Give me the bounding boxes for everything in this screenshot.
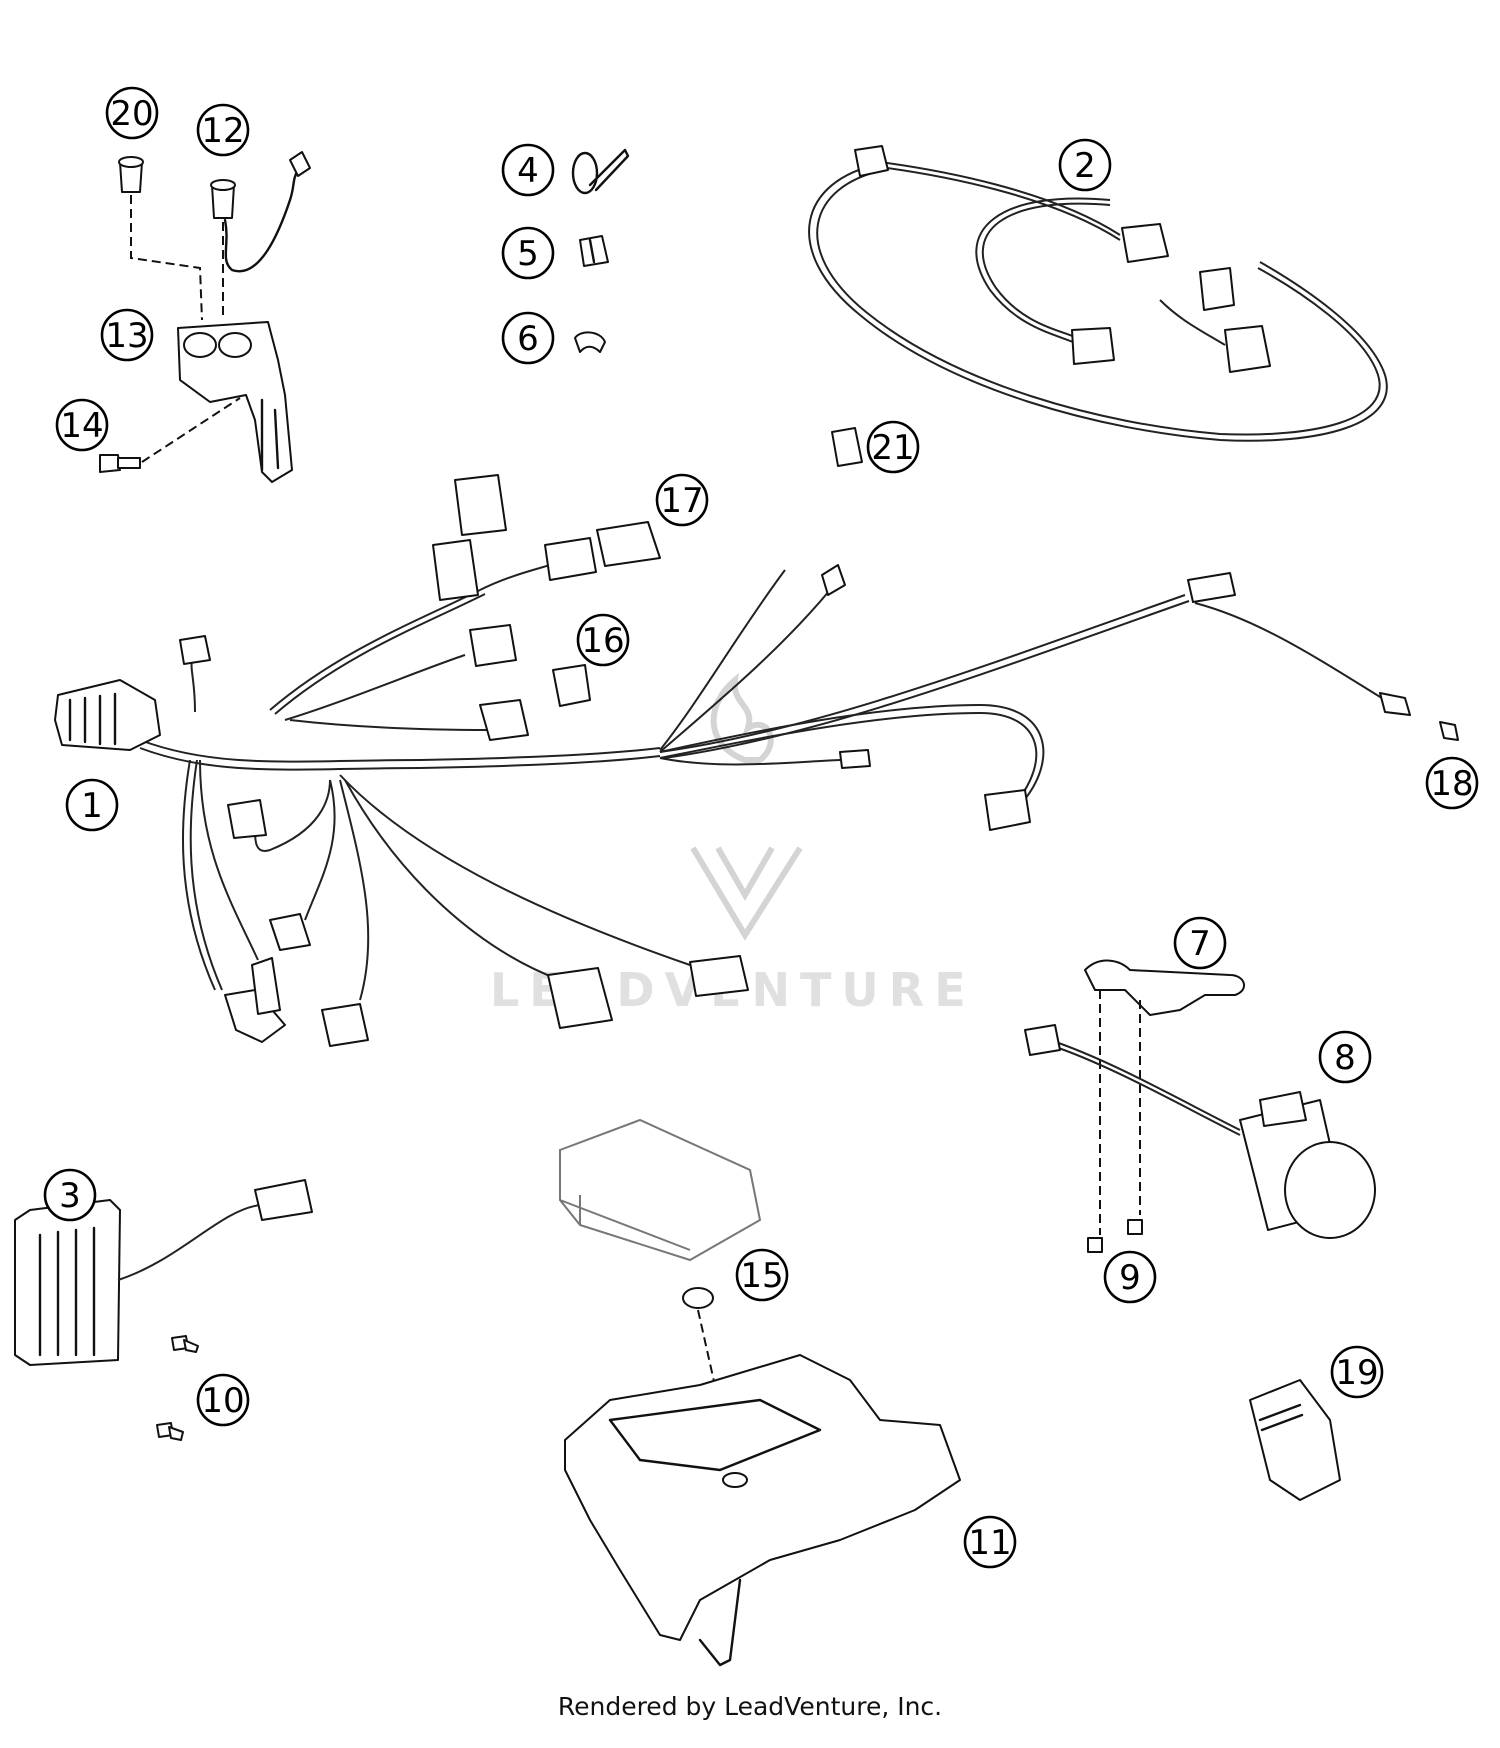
starter-motor-assembly [1024, 959, 1376, 1253]
callout-circle [866, 420, 920, 474]
voltage-regulator [14, 1179, 313, 1366]
callout-number: 16 [581, 621, 624, 661]
callout-number: 14 [60, 406, 103, 446]
callout-circle [43, 1168, 97, 1222]
callout-2: 2 [1058, 138, 1112, 192]
callout-number: 17 [660, 481, 703, 521]
callout-11: 11 [963, 1515, 1017, 1569]
callout-number: 5 [517, 234, 539, 274]
callout-number: 15 [740, 1256, 783, 1296]
callout-circle [65, 778, 119, 832]
callout-number: 6 [517, 319, 539, 359]
callout-number: 9 [1119, 1258, 1141, 1298]
leadventure-flame-logo-icon [690, 672, 803, 941]
callout-circle [501, 311, 555, 365]
small-hardware [571, 148, 630, 353]
callout-circle [1103, 1250, 1157, 1304]
callout-circle [1330, 1345, 1384, 1399]
callout-5: 5 [501, 226, 555, 280]
callout-number: 8 [1334, 1038, 1356, 1078]
callout-4: 4 [501, 143, 555, 197]
callout-circle [963, 1515, 1017, 1569]
ecu-box-outline [559, 1118, 762, 1262]
callout-number: 11 [968, 1523, 1011, 1563]
connector-21 [831, 427, 863, 467]
callout-circle [100, 308, 154, 362]
callout-18: 18 [1425, 756, 1479, 810]
callout-12: 12 [196, 103, 250, 157]
callout-19: 19 [1330, 1345, 1384, 1399]
loop-harness [808, 145, 1388, 442]
callout-13: 13 [100, 308, 154, 362]
callout-circle [1425, 756, 1479, 810]
callout-number: 21 [871, 428, 914, 468]
callout-circle [501, 143, 555, 197]
callout-3: 3 [43, 1168, 97, 1222]
callout-14: 14 [55, 398, 109, 452]
callout-circle [196, 1373, 250, 1427]
callout-16: 16 [576, 613, 630, 667]
callout-number: 3 [59, 1176, 81, 1216]
callout-circle [1173, 916, 1227, 970]
callout-circle [501, 226, 555, 280]
callout-circle [55, 398, 109, 452]
callout-15: 15 [735, 1248, 789, 1302]
callout-1: 1 [65, 778, 119, 832]
callout-17: 17 [655, 473, 709, 527]
callout-circle [196, 103, 250, 157]
callout-9: 9 [1103, 1250, 1157, 1304]
callout-number: 1 [81, 786, 103, 826]
callout-number: 13 [105, 316, 148, 356]
callout-20: 20 [105, 86, 159, 140]
main-wiring-harness [54, 474, 1459, 1047]
callout-circle [735, 1248, 789, 1302]
callout-number: 19 [1335, 1353, 1378, 1393]
callout-circle [1058, 138, 1112, 192]
footer-credit: Rendered by LeadVenture, Inc. [557, 1692, 943, 1721]
callout-10: 10 [196, 1373, 250, 1427]
callout-number: 10 [201, 1381, 244, 1421]
callout-circle [105, 86, 159, 140]
callout-number: 18 [1430, 764, 1473, 804]
callout-7: 7 [1173, 916, 1227, 970]
relay-19 [1249, 1379, 1341, 1501]
callout-number: 20 [110, 94, 153, 134]
callout-circle [1318, 1030, 1372, 1084]
battery-tray [564, 1287, 961, 1667]
callout-number: 4 [517, 151, 539, 191]
callout-number: 7 [1189, 924, 1211, 964]
fuse-holder-assembly [99, 151, 311, 483]
callout-8: 8 [1318, 1030, 1372, 1084]
callout-number: 12 [201, 111, 244, 151]
bolts-10 [156, 1335, 199, 1441]
callout-number: 2 [1074, 146, 1096, 186]
callout-21: 21 [866, 420, 920, 474]
callout-circle [576, 613, 630, 667]
callout-6: 6 [501, 311, 555, 365]
callout-circle [655, 473, 709, 527]
